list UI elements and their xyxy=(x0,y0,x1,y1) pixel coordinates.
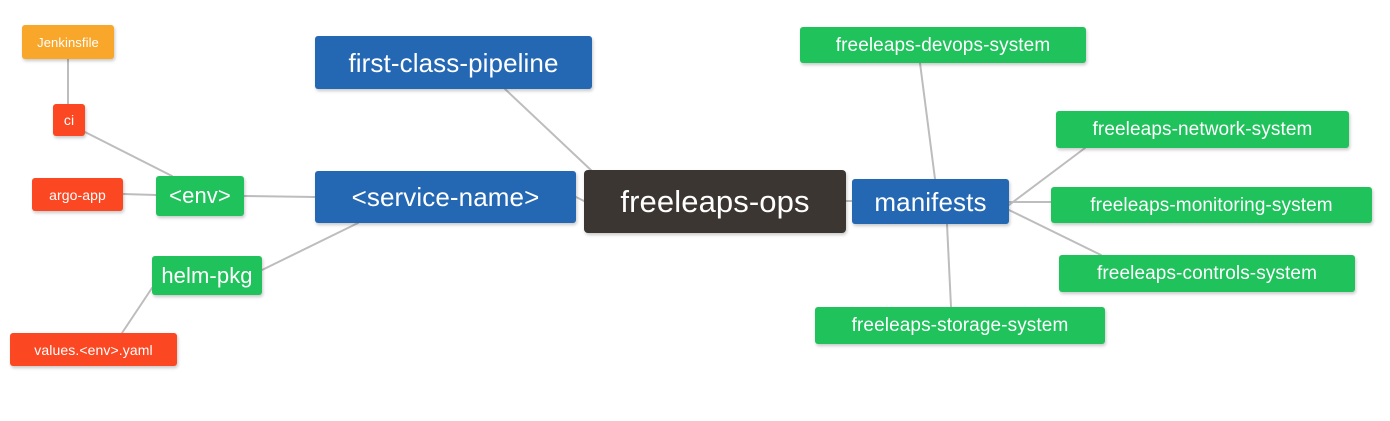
mindmap-node-controls[interactable]: freeleaps-controls-system xyxy=(1059,255,1355,292)
mindmap-node-network[interactable]: freeleaps-network-system xyxy=(1056,111,1349,148)
mindmap-node-env[interactable]: <env> xyxy=(156,176,244,216)
mindmap-node-helm-pkg[interactable]: helm-pkg xyxy=(152,256,262,295)
edge-env-to-argo-app xyxy=(122,193,157,196)
edge-env-to-ci xyxy=(84,131,173,177)
edge-manifests-to-storage xyxy=(946,223,952,308)
edge-service-name-to-helm-pkg xyxy=(261,222,359,271)
mindmap-node-jenkinsfile[interactable]: Jenkinsfile xyxy=(22,25,114,59)
mindmap-node-manifests[interactable]: manifests xyxy=(852,179,1009,224)
edge-root-to-pipeline xyxy=(504,88,594,173)
edge-manifests-to-devops xyxy=(919,62,936,180)
edge-helm-pkg-to-values-yaml xyxy=(121,287,153,334)
mindmap-node-argo-app[interactable]: argo-app xyxy=(32,178,123,211)
mindmap-node-storage[interactable]: freeleaps-storage-system xyxy=(815,307,1105,344)
edge-root-to-service-name xyxy=(575,196,585,202)
mindmap-node-root[interactable]: freeleaps-ops xyxy=(584,170,846,233)
mindmap-node-devops[interactable]: freeleaps-devops-system xyxy=(800,27,1086,63)
mindmap-node-monitoring[interactable]: freeleaps-monitoring-system xyxy=(1051,187,1372,223)
mindmap-node-ci[interactable]: ci xyxy=(53,104,85,136)
mindmap-node-values-yaml[interactable]: values.<env>.yaml xyxy=(10,333,177,366)
edge-service-name-to-env xyxy=(243,195,316,198)
mindmap-node-service-name[interactable]: <service-name> xyxy=(315,171,576,223)
mindmap-node-pipeline[interactable]: first-class-pipeline xyxy=(315,36,592,89)
